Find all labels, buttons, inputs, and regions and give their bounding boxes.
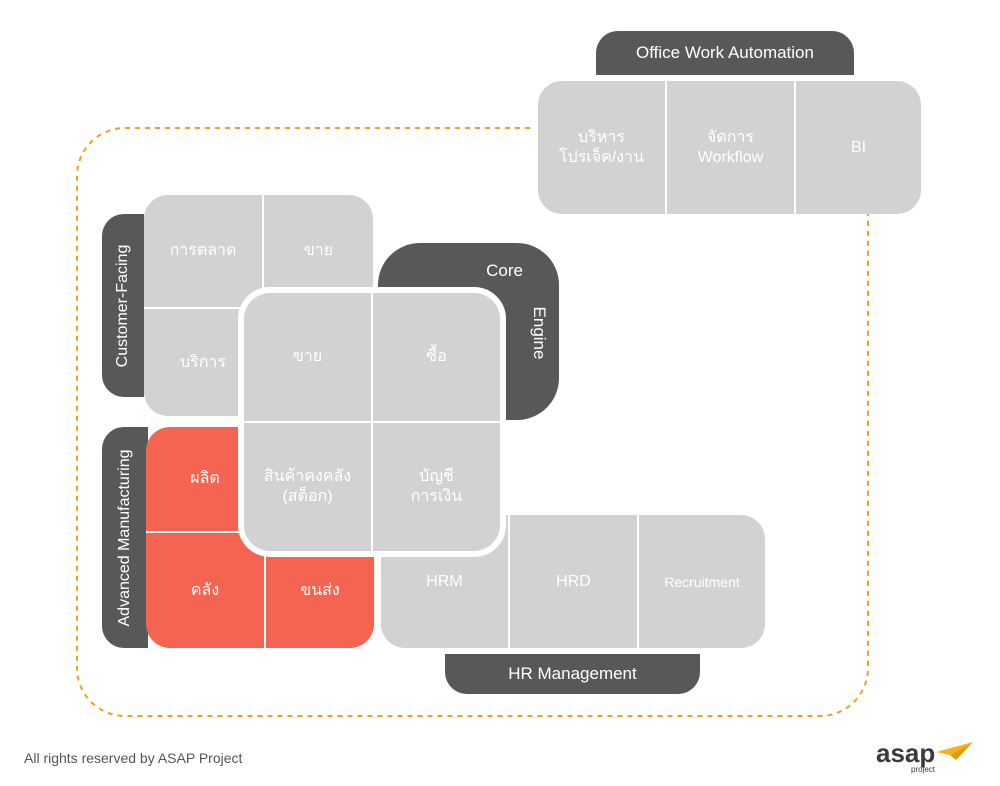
customer-cell-sales-label: ขาย xyxy=(303,242,334,259)
office-cell-workflow-line1: จัดการ xyxy=(706,128,755,146)
hr-cell-hrm: HRM xyxy=(381,515,508,648)
manufacturing-cell-production: ผลิต xyxy=(146,427,264,531)
logo-name: asap xyxy=(876,738,936,768)
manufacturing-cell-warehouse: คลัง xyxy=(146,533,264,648)
asap-logo: asap project xyxy=(876,738,976,778)
customer-cell-service-label: บริการ xyxy=(179,353,226,371)
customer-cell-marketing-label: การตลาด xyxy=(169,242,237,259)
hr-cell-hrd: HRD xyxy=(510,515,637,648)
customer-cell-marketing: การตลาด xyxy=(144,195,262,307)
divider xyxy=(244,421,500,423)
office-cell-bi-label: BI xyxy=(850,138,867,156)
paper-plane-icon xyxy=(936,742,973,760)
manufacturing-cell-logistics-label: ขนส่ง xyxy=(300,581,340,599)
office-cell-project-line1: บริหาร xyxy=(578,128,625,146)
manufacturing-cell-warehouse-label: คลัง xyxy=(190,581,220,599)
office-cell-project: บริหาร โปรเจ็ค/งาน xyxy=(538,81,665,214)
customer-facing-tab: Customer-Facing xyxy=(102,214,144,397)
core-cell-sales: ขาย xyxy=(244,293,371,421)
core-engine-block: ขาย ซื้อ สินค้าคงคลัง (สต็อก) บัญชี การเ… xyxy=(238,287,506,557)
core-cell-accounting: บัญชี การเงิน xyxy=(373,423,500,551)
manufacturing-cell-production-label: ผลิต xyxy=(190,470,220,487)
customer-cell-sales: ขาย xyxy=(264,195,373,307)
core-cell-purchase: ซื้อ xyxy=(373,293,500,421)
core-engine-inner: ขาย ซื้อ สินค้าคงคลัง (สต็อก) บัญชี การเ… xyxy=(244,293,500,551)
divider xyxy=(264,533,266,648)
copyright-text: All rights reserved by ASAP Project xyxy=(24,750,243,766)
core-cell-accounting-line1: บัญชี xyxy=(419,468,454,485)
core-engine-title-line2: Engine xyxy=(530,306,549,360)
divider xyxy=(665,81,667,214)
office-cell-workflow: จัดการ Workflow xyxy=(667,81,794,214)
core-cell-purchase-label: ซื้อ xyxy=(426,348,447,365)
divider xyxy=(508,515,510,648)
office-cell-project-line2: โปรเจ็ค/งาน xyxy=(558,148,645,166)
core-cell-sales-label: ขาย xyxy=(292,348,323,365)
manufacturing-cell-logistics: ขนส่ง xyxy=(266,533,374,648)
advanced-manufacturing-title: Advanced Manufacturing xyxy=(116,449,133,626)
core-cell-inventory-line1: สินค้าคงคลัง xyxy=(263,468,352,485)
hr-cell-hrd-label: HRD xyxy=(556,572,591,590)
office-automation-tab: Office Work Automation xyxy=(596,31,854,75)
office-automation-block: บริหาร โปรเจ็ค/งาน จัดการ Workflow BI xyxy=(538,81,921,214)
office-automation-title: Office Work Automation xyxy=(636,43,814,62)
core-cell-accounting-line2: การเงิน xyxy=(410,488,463,505)
advanced-manufacturing-tab: Advanced Manufacturing xyxy=(102,427,148,648)
core-cell-inventory-line2: (สต็อก) xyxy=(282,488,333,505)
hr-cell-hrm-label: HRM xyxy=(426,572,463,590)
hr-management-title: HR Management xyxy=(508,664,637,683)
core-engine-title-line1: Core xyxy=(486,261,523,280)
customer-cell-service: บริการ xyxy=(144,309,262,416)
hr-cell-recruitment: Recruitment xyxy=(639,515,765,648)
logo-sub: project xyxy=(911,765,936,774)
divider xyxy=(637,515,639,648)
office-cell-bi: BI xyxy=(796,81,921,214)
hr-management-tab: HR Management xyxy=(445,654,700,694)
office-cell-workflow-line2: Workflow xyxy=(697,148,764,166)
customer-facing-title: Customer-Facing xyxy=(114,244,131,367)
divider xyxy=(794,81,796,214)
hr-cell-recruitment-label: Recruitment xyxy=(664,573,740,590)
core-cell-inventory: สินค้าคงคลัง (สต็อก) xyxy=(244,423,371,551)
